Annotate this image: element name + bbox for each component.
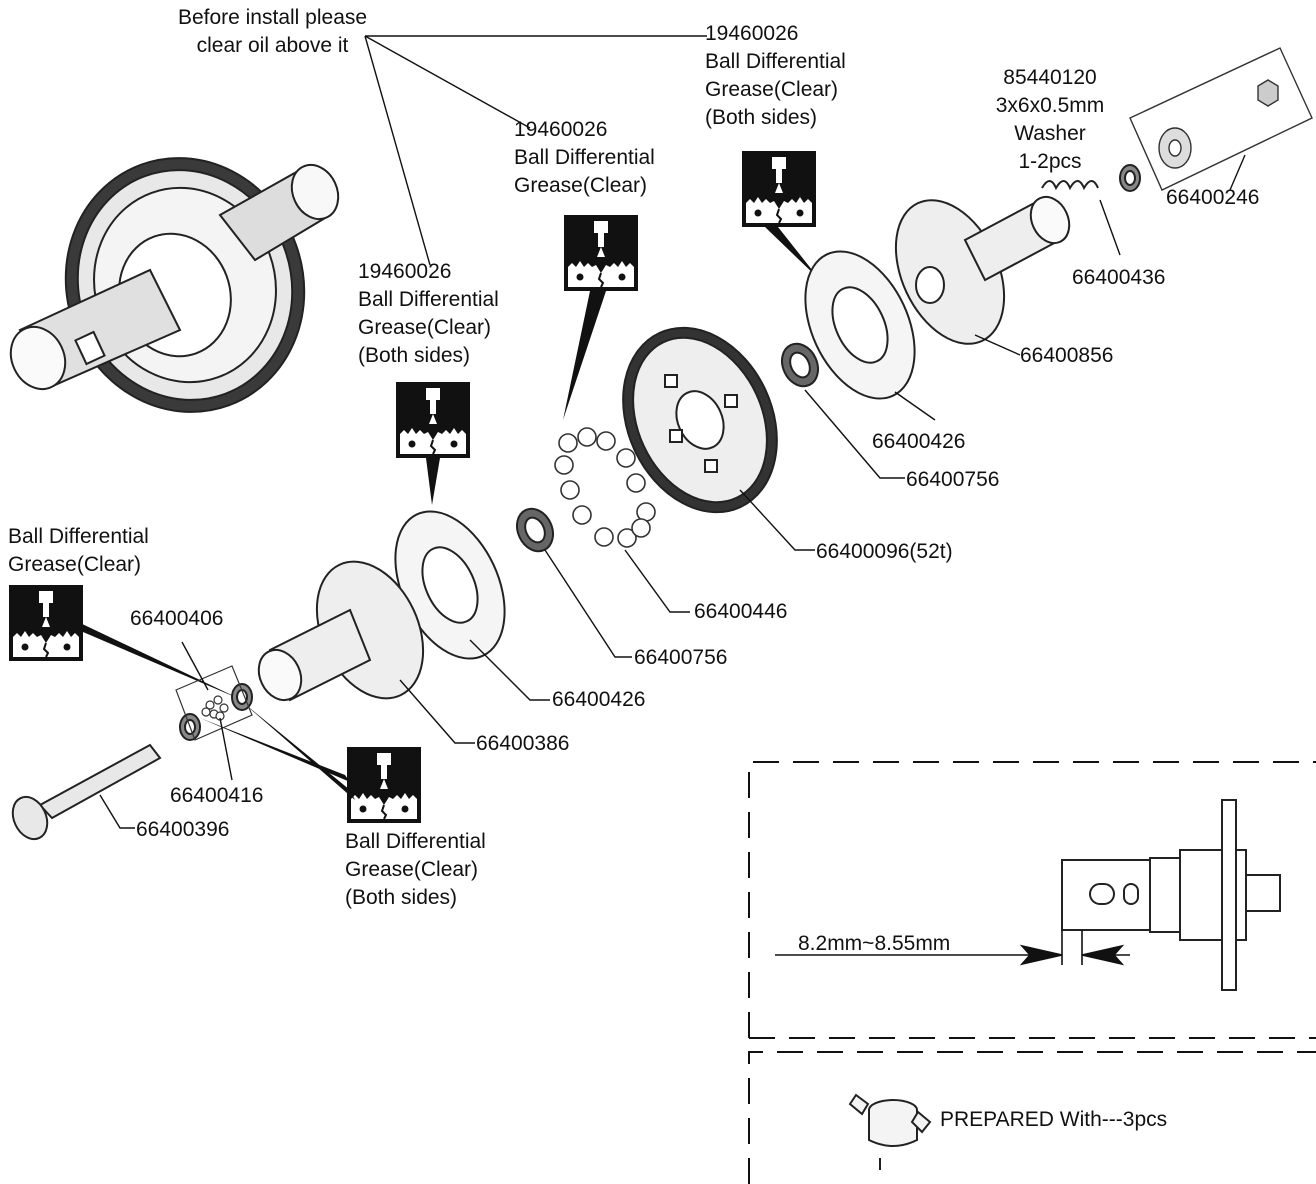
thrust-box — [175, 665, 253, 741]
outdrive-left — [257, 560, 425, 702]
grease-applicator-icon — [8, 584, 84, 662]
part-66400246: 66400246 — [1166, 186, 1260, 209]
assembled-differential — [9, 157, 340, 413]
before-install-note: Before install please clear oil above it — [177, 6, 368, 57]
part-66400416: 66400416 — [170, 784, 264, 807]
diff-screw — [11, 743, 162, 841]
grease-part-number: 19460026 — [705, 22, 799, 45]
grease-applicator-icon — [563, 214, 639, 292]
grease-label-top-right: 19460026 Ball Differential Grease(Clear)… — [705, 22, 846, 129]
grease-label-far-left: Ball Differential Grease(Clear) — [8, 525, 149, 576]
spring — [1041, 180, 1099, 191]
washer-label: 85440120 3x6x0.5mm Washer 1-2pcs — [995, 66, 1105, 173]
prepared-label: PREPARED With---3pcs — [940, 1108, 1168, 1131]
grease-applicator-icon — [346, 746, 422, 824]
measurement-panel — [748, 761, 1316, 1039]
prepared-panel — [748, 1051, 1316, 1184]
part-66400406: 66400406 — [130, 607, 224, 630]
outdrive-right — [894, 195, 1071, 345]
part-66400096: 66400096(52t) — [816, 540, 953, 563]
grease-label-bottom: Ball Differential Grease(Clear) (Both si… — [345, 830, 486, 909]
part-66400756-top: 66400756 — [906, 468, 1000, 491]
outdrive-side-view — [1061, 799, 1281, 991]
diff-balls — [554, 427, 656, 548]
part-66400426-top: 66400426 — [872, 430, 966, 453]
part-66400436: 66400436 — [1072, 266, 1166, 289]
part-66400756-mid: 66400756 — [634, 646, 728, 669]
grease-applicator-icon — [741, 150, 817, 228]
part-66400396: 66400396 — [136, 818, 230, 841]
part-66400446: 66400446 — [694, 600, 788, 623]
spur-gear — [622, 326, 778, 514]
measurement-label: 8.2mm~8.55mm — [798, 932, 951, 955]
cross-pin-icon — [848, 1093, 932, 1170]
grease-label-left: 19460026 Ball Differential Grease(Clear)… — [358, 260, 499, 367]
part-66400386: 66400386 — [476, 732, 570, 755]
part-66400856: 66400856 — [1020, 344, 1114, 367]
part-66400426-mid: 66400426 — [552, 688, 646, 711]
hub-nut-box — [1129, 47, 1313, 191]
grease-label-center: 19460026 Ball Differential Grease(Clear) — [514, 118, 655, 197]
grease-applicator-icon — [395, 381, 471, 459]
